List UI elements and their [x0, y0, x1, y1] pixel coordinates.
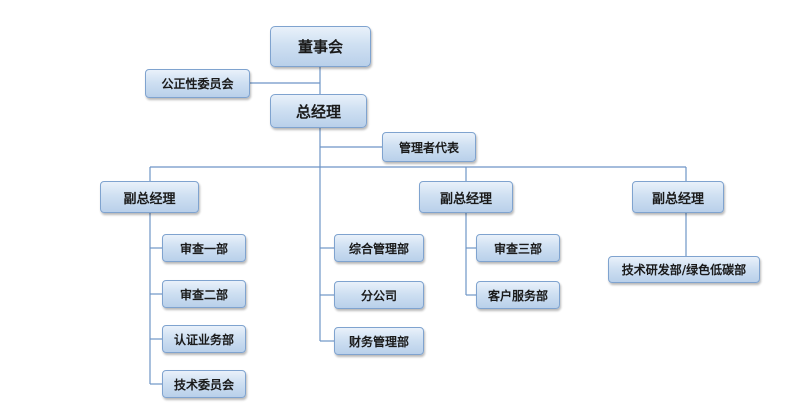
certification-dept-box: 认证业务部: [162, 325, 246, 353]
management-rep-box: 管理者代表: [382, 132, 476, 162]
audit-dept-1-box: 审查一部: [162, 234, 246, 262]
rd-low-carbon-dept-box: 技术研发部/绿色低碳部: [608, 256, 760, 283]
general-admin-dept-box: 综合管理部: [334, 234, 424, 262]
finance-dept-box: 财务管理部: [334, 327, 424, 355]
vp-right-box: 副总经理: [632, 181, 724, 213]
vp-center-box: 副总经理: [419, 181, 513, 213]
board-box: 董事会: [270, 26, 371, 67]
vp-left-box: 副总经理: [100, 181, 199, 213]
customer-service-dept-box: 客户服务部: [476, 281, 560, 309]
general-manager-box: 总经理: [270, 94, 367, 128]
fairness-committee-box: 公正性委员会: [145, 69, 250, 98]
branch-box: 分公司: [334, 281, 424, 309]
audit-dept-2-box: 审查二部: [162, 280, 246, 308]
audit-dept-3-box: 审查三部: [476, 234, 560, 262]
technical-committee-box: 技术委员会: [162, 370, 246, 398]
